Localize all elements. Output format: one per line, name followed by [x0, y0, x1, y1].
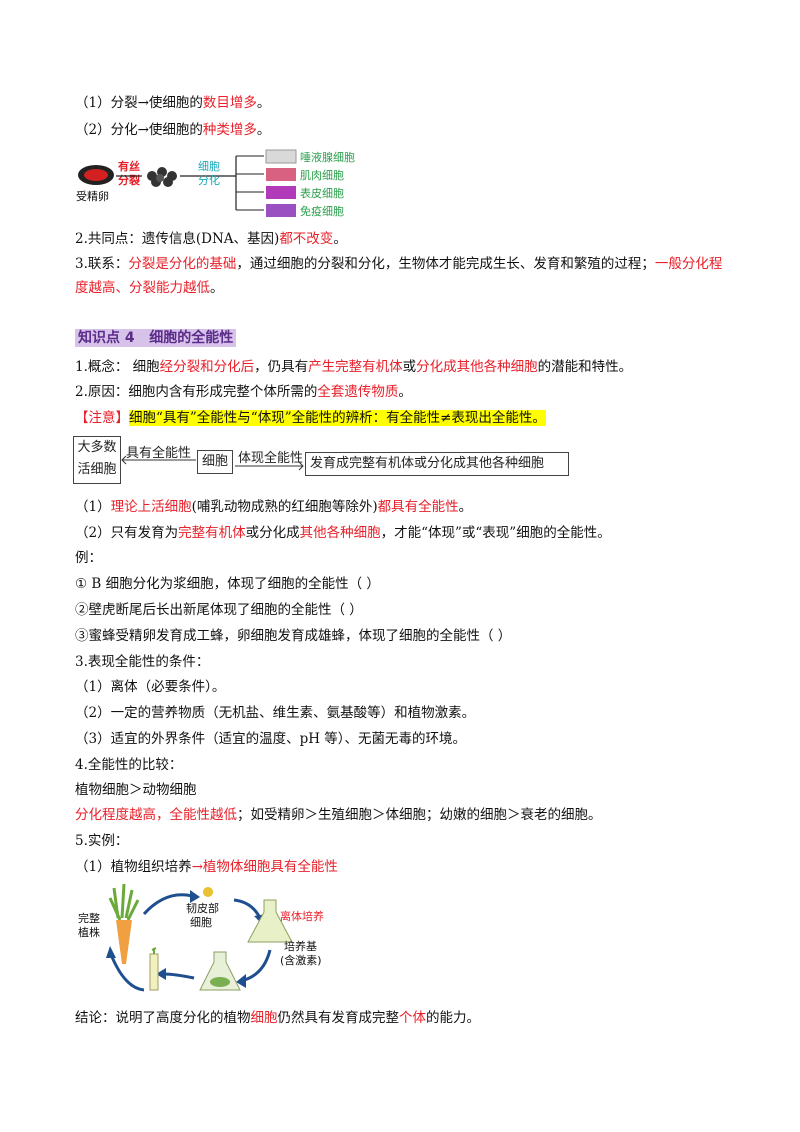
hw-arrow2	[235, 461, 304, 471]
comparison-line-1: 植物细胞＞动物细胞	[75, 782, 197, 798]
example-3: ③蜜蜂受精卵发育成工蜂，卵细胞发育成雄蜂，体现了细胞的全能性（ ）	[75, 628, 512, 644]
line-concept: 1.概念： 细胞经分裂和分化后，仍具有产生完整有机体或分化成其他各种细胞的潜能和…	[75, 359, 633, 375]
epidermal-cell-icon	[266, 186, 296, 199]
fig2-culture-label: 离体培养	[280, 909, 324, 923]
instance-title: 5.实例：	[75, 833, 129, 849]
cycle-arrow-1	[142, 893, 193, 916]
condition-2: （2）一定的营养物质（无机盐、维生素、氨基酸等）和植物激素。	[75, 705, 476, 721]
line-common-point: 2.共同点：遗传信息(DNA、基因)都不改变。	[75, 231, 347, 247]
example-1: ① B 细胞分化为浆细胞，体现了细胞的全能性（ ）	[75, 576, 380, 592]
example-title: 例：	[75, 550, 102, 566]
fig1-mitosis-label: 有丝	[118, 159, 140, 173]
fig2-phloem-label-2: 细胞	[190, 916, 212, 929]
carrot-plant-icon	[108, 883, 140, 964]
immune-cell-icon	[266, 204, 296, 217]
salivary-cell-icon	[265, 149, 297, 164]
conclusion: 结论：说明了高度分化的植物细胞仍然具有发育成完整个体的能力。	[75, 1010, 480, 1026]
hw-box-develop: 发育成完整有机体或分化成其他各种细胞	[305, 452, 569, 476]
example-2: ②壁虎断尾后长出新尾体现了细胞的全能性（ ）	[75, 602, 363, 618]
fig2-medium-label-2: (含激素)	[280, 953, 322, 967]
hw-arrow1	[121, 455, 196, 465]
fig1-cell-immune: 免疫细胞	[300, 204, 344, 218]
fig2-plant-label-2: 植株	[78, 925, 100, 939]
conditions-title: 3.表现全能性的条件：	[75, 654, 210, 670]
cell-differentiation-figure: 受精卵 有丝 分裂 细胞 分化 唾液腺细胞 肌肉细胞 表皮细胞 免疫细胞	[76, 149, 355, 218]
note-line: 【注意】细胞“具有”全能性与“体现”全能性的辨析：有全能性≠表现出全能性。	[75, 410, 546, 426]
line-reason: 2.原因：细胞内含有形成完整个体所需的全套遗传物质。	[75, 384, 412, 400]
tissue-culture-figure: 完整 植株 韧皮部 细胞 离体培养 培养基 (含激素)	[78, 883, 324, 992]
line-relation: 3.联系：分裂是分化的基础，通过细胞的分裂和分化，生物体才能完成生长、发育和繁殖…	[75, 256, 723, 296]
cycle-arrow-4	[163, 972, 195, 980]
hw-box-most-living-cells: 大多数活细胞	[73, 436, 121, 484]
hw-arrow2-label: 体现全能性	[238, 451, 304, 466]
line-point-2: （2）只有发育为完整有机体或分化成其他各种细胞，才能“体现”或“表现”细胞的全能…	[75, 525, 611, 541]
line-point-1: （1）理论上活细胞(哺乳动物成熟的红细胞等除外)都具有全能性。	[75, 499, 473, 515]
test-tube-icon	[149, 953, 159, 991]
fig1-mitosis-label-2: 分裂	[118, 173, 140, 187]
fig2-plant-label: 完整	[78, 911, 100, 925]
hw-arrow1-label: 具有全能性	[126, 446, 192, 461]
comparison-title: 4.全能性的比较：	[75, 757, 183, 773]
muscle-cell-icon	[266, 168, 296, 181]
flask-callus-icon	[199, 951, 241, 991]
condition-3: （3）适宜的外界条件（适宜的温度、pH 等）、无菌无毒的环境。	[75, 731, 467, 747]
fig1-diff-label: 细胞	[198, 160, 220, 173]
line-differentiation: （2）分化→使细胞的种类增多。	[75, 122, 271, 138]
hw-box-cell: 细胞	[197, 450, 233, 474]
flask-culture-icon	[247, 899, 293, 943]
instance-1: （1）植物组织培养→植物体细胞具有全能性	[75, 859, 338, 875]
fig1-cell-epidermal: 表皮细胞	[300, 186, 344, 200]
comparison-line-2: 分化程度越高，全能性越低；如受精卵＞生殖细胞＞体细胞；幼嫩的细胞＞衰老的细胞。	[75, 807, 602, 823]
fig1-cell-salivary: 唾液腺细胞	[300, 150, 355, 164]
fig2-phloem-label: 韧皮部	[186, 901, 219, 915]
cycle-arrow-3	[243, 949, 272, 982]
fig1-egg-label: 受精卵	[76, 190, 109, 203]
cell-cluster-icon	[147, 167, 177, 187]
line-division: （1）分裂→使细胞的数目增多。	[75, 95, 271, 111]
condition-1: （1）离体（必要条件）。	[75, 679, 226, 695]
fig2-medium-label: 培养基	[284, 939, 317, 953]
phloem-cell-icon	[203, 887, 213, 897]
fig1-cell-muscle: 肌肉细胞	[300, 169, 344, 182]
fig1-diff-label-2: 分化	[198, 173, 220, 187]
cycle-arrow-2	[233, 898, 262, 919]
knowledge-point-heading: 知识点 4 细胞的全能性	[75, 328, 237, 348]
